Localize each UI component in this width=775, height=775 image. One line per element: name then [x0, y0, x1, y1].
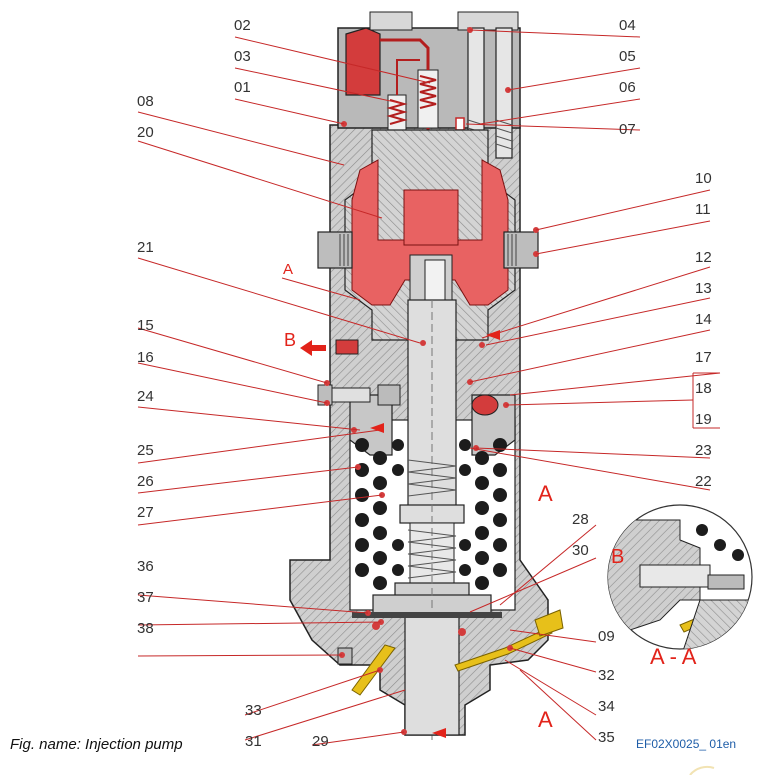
label-30: 30	[572, 542, 589, 559]
label-11: 11	[695, 201, 711, 218]
label-25: 25	[137, 442, 154, 459]
label-20: 20	[137, 124, 154, 141]
label-04: 04	[619, 17, 636, 34]
label-32: 32	[598, 667, 615, 684]
label-28: 28	[572, 511, 589, 528]
fuel-connector	[345, 27, 381, 96]
label-14: 14	[695, 311, 712, 328]
arrow-a-upper	[486, 330, 500, 340]
label-12: 12	[695, 249, 712, 266]
part-labels: 02 03 01 08 20 21 15 16 24 25 26 27 36 3…	[137, 17, 712, 750]
side-plugs	[317, 231, 539, 269]
label-17: 17	[695, 349, 712, 366]
arrow-a-bottom	[432, 728, 446, 738]
figure-code: EF02X0025_ 01en	[636, 737, 737, 751]
label-06: 06	[619, 79, 636, 96]
oil-inlet	[534, 609, 564, 637]
label-21: 21	[137, 239, 154, 256]
label-10: 10	[695, 170, 712, 187]
label-31: 31	[245, 733, 262, 750]
label-24: 24	[137, 388, 154, 405]
label-02: 02	[234, 17, 251, 34]
label-05: 05	[619, 48, 636, 65]
label-29: 29	[312, 733, 329, 750]
plunger-spring	[355, 438, 507, 590]
label-08: 08	[137, 93, 154, 110]
section-markers: A B A A B A - A	[283, 261, 697, 732]
marker-a-bottom: A	[538, 707, 553, 732]
marker-a-upper: A	[283, 261, 293, 278]
figure-caption: Fig. name: Injection pump	[10, 736, 183, 753]
roller-tappet	[337, 609, 564, 736]
label-16: 16	[137, 349, 154, 366]
label-03: 03	[234, 48, 251, 65]
label-33: 33	[245, 702, 262, 719]
label-23: 23	[695, 442, 712, 459]
label-15: 15	[137, 317, 154, 334]
label-34: 34	[598, 698, 615, 715]
label-26: 26	[137, 473, 154, 490]
label-13: 13	[695, 280, 712, 297]
corner-watermark	[689, 765, 715, 775]
label-19: 19	[695, 411, 712, 428]
label-37: 37	[137, 589, 154, 606]
label-38: 38	[137, 620, 154, 637]
plunger	[372, 299, 492, 740]
marker-b-left: B	[284, 330, 296, 350]
label-09: 09	[598, 628, 615, 645]
label-07: 07	[619, 121, 636, 138]
label-35: 35	[598, 729, 615, 746]
inner-spring	[407, 459, 457, 579]
marker-a-right: A	[538, 481, 553, 506]
label-36: 36	[137, 558, 154, 575]
marker-b-detail: B	[611, 546, 624, 568]
section-title-a-a: A - A	[650, 644, 697, 669]
label-22: 22	[695, 473, 712, 490]
arrow-a-pump	[370, 423, 384, 433]
detail-view-a-a	[607, 504, 753, 650]
pump-barrel	[344, 129, 516, 341]
label-27: 27	[137, 504, 154, 521]
leader-lines	[137, 29, 721, 746]
arrow-b-outlet	[300, 340, 326, 356]
label-01: 01	[234, 79, 251, 96]
label-18: 18	[695, 380, 712, 397]
